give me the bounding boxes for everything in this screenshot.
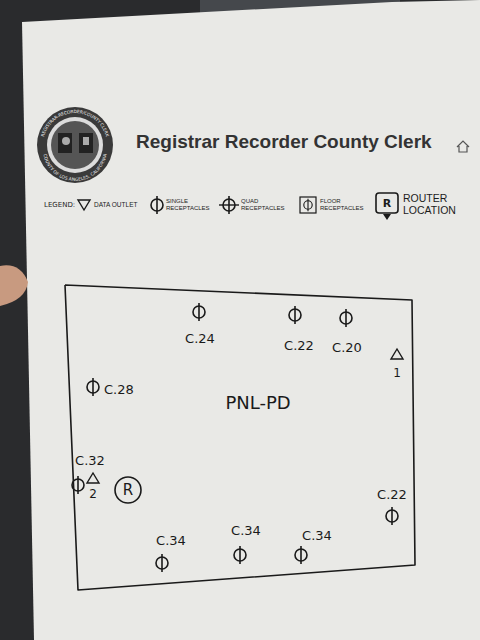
- receptacle-symbols: [72, 303, 398, 572]
- circuit-number: C.32: [75, 453, 105, 468]
- outlet-number: 1: [393, 366, 401, 380]
- seal-text: COUNTY OF LOS ANGELES, CALIFORNIA: [42, 153, 108, 182]
- data-outlet-symbol: [78, 200, 90, 210]
- home-icon: [457, 141, 469, 152]
- county-seal: [37, 107, 113, 183]
- paper-sheet: [22, 0, 480, 640]
- legend-heading: LEGEND:: [44, 201, 75, 209]
- room-outline: PNL-PD R: [62, 282, 418, 594]
- legend-text: ROUTER LOCATION: [403, 192, 465, 216]
- legend-text: SINGLE RECEPTACLES: [166, 198, 221, 212]
- outlet-number: 2: [89, 487, 97, 501]
- circuit-number: C.22: [377, 487, 407, 502]
- node-outline: [62, 282, 418, 594]
- circuit-number: C.22: [284, 338, 314, 353]
- legend-text: QUAD RECEPTACLES: [241, 198, 296, 212]
- panel-name: PNL-PD: [225, 392, 290, 413]
- legend-text: FLOOR RECEPTACLES: [320, 198, 375, 212]
- router-letter: R: [383, 197, 391, 210]
- legend-text: DATA OUTLET: [94, 201, 137, 208]
- quad-receptacle-symbol: [219, 196, 239, 214]
- seal-text: REGISTRAR-RECORDER/COUNTY CLERK: [40, 109, 109, 137]
- circuit-number: C.34: [302, 528, 332, 543]
- router-symbol: [376, 193, 398, 220]
- page-title: Registrar Recorder County Clerk: [136, 131, 432, 153]
- single-receptacle-symbol: [151, 196, 163, 214]
- thumb: [0, 265, 28, 306]
- circuit-number: C.20: [332, 340, 362, 355]
- circuit-number: C.34: [156, 533, 186, 548]
- floor-receptacle-symbol: [300, 197, 316, 213]
- circuit-number: C.24: [185, 331, 215, 346]
- circuit-number: C.34: [231, 523, 261, 538]
- data-outlet-symbols: [87, 349, 403, 483]
- router-circle: R: [115, 477, 141, 503]
- circuit-number: C.28: [104, 382, 134, 397]
- router-letter: R: [123, 481, 133, 499]
